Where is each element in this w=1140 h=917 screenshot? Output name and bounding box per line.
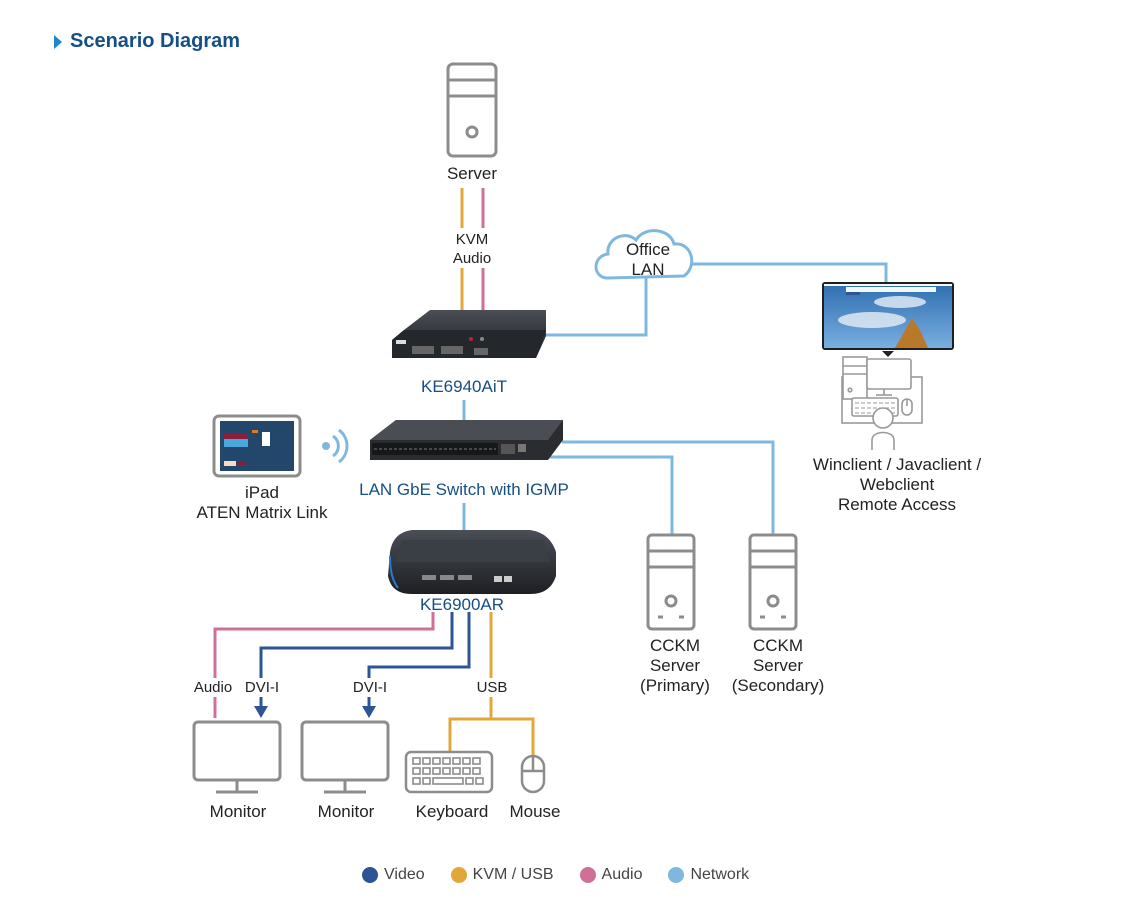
legend-label: Video bbox=[384, 866, 425, 883]
server-icon bbox=[446, 62, 498, 158]
network-link-switch-cckm-secondary bbox=[562, 440, 775, 535]
network-link-lan-remote bbox=[692, 262, 888, 282]
keyboard-icon bbox=[404, 750, 494, 794]
network-dot-icon bbox=[668, 867, 685, 883]
audio-link-receiver-monitor bbox=[213, 612, 435, 678]
kvm-label: KVM bbox=[455, 231, 489, 248]
network-link-transmitter-lan bbox=[545, 278, 648, 337]
remote-label-line2: Webclient bbox=[859, 475, 935, 494]
remote-label-line1: Winclient / Javaclient / bbox=[812, 455, 982, 474]
monitor-2-label: Monitor bbox=[317, 802, 375, 821]
ipad-icon bbox=[212, 414, 302, 478]
office-lan-line1: Office bbox=[625, 240, 671, 259]
dvi-2-arrowhead bbox=[362, 706, 376, 718]
section-title: Scenario Diagram bbox=[54, 30, 240, 53]
usb-link-split bbox=[448, 697, 493, 752]
ipad-label-line1: iPad bbox=[244, 483, 280, 502]
remote-access-label: Winclient / Javaclient / Webclient Remot… bbox=[790, 455, 1004, 515]
legend-label: Audio bbox=[601, 866, 643, 883]
video-dot-icon bbox=[362, 867, 378, 883]
monitor-1-label: Monitor bbox=[209, 802, 267, 821]
cckm-primary-label: CCKM Server (Primary) bbox=[630, 636, 720, 696]
legend-label: KVM / USB bbox=[472, 866, 554, 883]
wifi-icon bbox=[322, 428, 349, 464]
ipad-label: iPad ATEN Matrix Link bbox=[182, 483, 342, 523]
remote-label-line3: Remote Access bbox=[837, 495, 957, 514]
remote-workstation-icon bbox=[841, 356, 923, 450]
ke6940ait-device bbox=[392, 310, 546, 358]
dvi-1-arrowhead bbox=[254, 706, 268, 718]
legend-label: Network bbox=[690, 866, 750, 883]
usb-connection-label: USB bbox=[476, 679, 508, 696]
mouse-icon bbox=[520, 754, 546, 794]
receiver-label: KE6900AR bbox=[419, 595, 505, 614]
mouse-label: Mouse bbox=[509, 802, 561, 821]
server-link-label: KVM Audio bbox=[442, 230, 502, 268]
dvi-1-connection-label: DVI-I bbox=[244, 679, 280, 696]
kvm-usb-dot-icon bbox=[450, 867, 467, 883]
monitor-1-icon bbox=[192, 720, 282, 794]
cckm-secondary-server-icon bbox=[748, 533, 798, 631]
cckm-secondary-line2: Server bbox=[752, 656, 804, 675]
audio-connection-label: Audio bbox=[193, 679, 233, 696]
transmitter-label: KE6940AiT bbox=[421, 377, 507, 396]
usb-link-mouse bbox=[491, 717, 535, 756]
cckm-secondary-line3: (Secondary) bbox=[731, 676, 825, 695]
server-label: Server bbox=[446, 164, 498, 183]
office-lan-line2: LAN bbox=[631, 260, 665, 279]
office-lan-label: Office LAN bbox=[614, 240, 682, 280]
cloud-icon bbox=[594, 229, 694, 280]
keyboard-label: Keyboard bbox=[415, 802, 489, 821]
video-link-dvi-1 bbox=[259, 612, 454, 678]
legend-item-video: Video bbox=[362, 866, 425, 884]
legend-item-audio: Audio bbox=[579, 866, 643, 884]
triangle-bullet-icon bbox=[54, 34, 62, 49]
legend-item-kvm-usb: KVM / USB bbox=[450, 866, 554, 884]
cckm-primary-server-icon bbox=[646, 533, 696, 631]
network-link-switch-cckm-primary bbox=[548, 455, 674, 535]
monitor-2-icon bbox=[300, 720, 390, 794]
legend-item-network: Network bbox=[668, 866, 749, 884]
cckm-secondary-line1: CCKM bbox=[752, 636, 804, 655]
audio-label: Audio bbox=[452, 250, 492, 267]
audio-dot-icon bbox=[579, 867, 596, 883]
cckm-secondary-label: CCKM Server (Secondary) bbox=[723, 636, 833, 696]
legend: Video KVM / USB Audio Network bbox=[362, 866, 749, 884]
lan-switch-device bbox=[370, 420, 563, 460]
cckm-primary-line1: CCKM bbox=[649, 636, 701, 655]
switch-label: LAN GbE Switch with IGMP bbox=[359, 480, 569, 499]
remote-desktop-screen bbox=[822, 282, 954, 357]
cckm-primary-line3: (Primary) bbox=[640, 676, 710, 695]
dvi-2-connection-label: DVI-I bbox=[352, 679, 388, 696]
section-title-text: Scenario Diagram bbox=[70, 30, 241, 52]
ke6900ar-device bbox=[388, 530, 556, 594]
ipad-label-line2: ATEN Matrix Link bbox=[196, 503, 328, 522]
cckm-primary-line2: Server bbox=[649, 656, 701, 675]
video-link-dvi-2 bbox=[367, 612, 471, 678]
